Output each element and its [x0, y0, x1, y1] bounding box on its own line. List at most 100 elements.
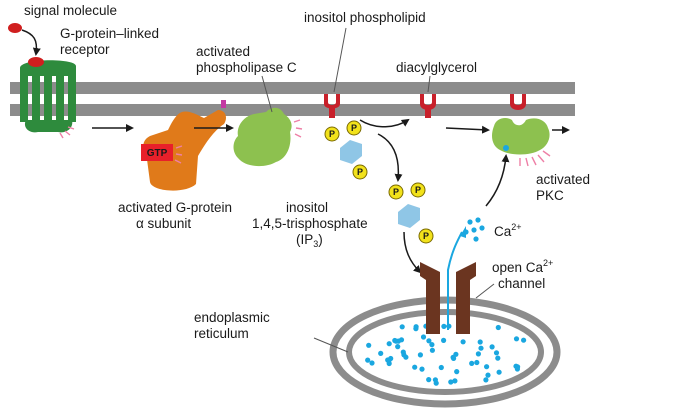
calcium-ion	[513, 336, 520, 342]
calcium-ion	[392, 337, 398, 344]
calcium-ion	[438, 364, 444, 371]
er-label-line1: endoplasmic	[194, 310, 270, 325]
calcium-ion	[452, 378, 458, 384]
calcium-ion	[388, 355, 394, 362]
channel-label-line2: channel	[498, 276, 545, 291]
phosphate-icon	[388, 184, 404, 200]
phosphate-icon	[324, 126, 340, 142]
phosphate-icon	[352, 164, 368, 180]
er-calcium-ions	[365, 323, 527, 386]
calcium-ion	[493, 350, 500, 356]
endoplasmic-reticulum	[329, 296, 561, 408]
calcium-ion	[429, 347, 435, 353]
bound-signal-icon	[28, 57, 44, 67]
calcium-ion	[401, 352, 407, 358]
receptor-activation-spikes	[59, 126, 75, 139]
calcium-ion	[474, 359, 480, 366]
dag-formation-arrow	[359, 118, 410, 128]
calcium-ion	[477, 339, 483, 345]
channel-leader-line	[475, 283, 495, 299]
phospholipase-c-icon	[233, 107, 292, 167]
calcium-ion	[378, 350, 384, 356]
calcium-ion	[460, 339, 466, 345]
calcium-to-pkc-arrow	[485, 154, 510, 207]
g-protein-label-line2: α subunit	[136, 216, 191, 231]
calcium-ion	[420, 334, 427, 340]
calcium-ion	[369, 360, 375, 366]
calcium-ion	[448, 379, 454, 385]
calcium-ion	[454, 369, 460, 375]
phosphate-label: P	[423, 231, 429, 241]
gpcr-receptor-icon	[20, 57, 76, 133]
calcium-ion	[469, 360, 475, 366]
channel-label-line1: open Ca2+	[492, 258, 553, 275]
plc-leader-line	[261, 75, 273, 113]
phosphate-icon	[418, 228, 434, 244]
signal-binding-arrow	[21, 29, 41, 56]
phosphate-label: P	[415, 185, 421, 195]
calcium-ion	[413, 324, 419, 330]
released-calcium-ions	[463, 217, 485, 242]
ip3-release-arrow	[377, 133, 403, 182]
calcium-ion	[365, 357, 371, 363]
pkc-icon	[492, 118, 550, 155]
calcium-ion	[398, 337, 405, 343]
phosphate-label: P	[329, 129, 335, 139]
calcium-ion	[453, 351, 459, 357]
calcium-ion	[399, 324, 405, 330]
calcium-ion	[489, 344, 495, 350]
phosphate-label: P	[351, 123, 357, 133]
calcium-release-path	[447, 231, 463, 330]
ip3-label-line1: inositol	[286, 200, 328, 215]
g-protein-label-line1: activated G-protein	[118, 200, 232, 215]
lipid-anchor	[221, 100, 226, 108]
pkc-label-line2: PKC	[536, 188, 564, 203]
gtp-label: GTP	[147, 148, 168, 159]
calcium-ion	[514, 366, 521, 372]
calcium-ion	[429, 342, 435, 348]
calcium-ion	[417, 352, 423, 358]
phosphate-icon	[346, 120, 362, 136]
calcium-ion	[475, 351, 481, 357]
calcium-ion	[478, 345, 484, 351]
calcium-ion	[495, 355, 501, 361]
pkc-activation-spikes	[519, 150, 551, 167]
calcium-ion	[366, 342, 372, 348]
inositol-phospholipid-label: inositol phospholipid	[304, 10, 426, 25]
step-arrow-3	[445, 125, 490, 134]
calcium-ion	[441, 337, 447, 343]
ip3-molecule-2: P P P	[388, 182, 434, 244]
signal-molecule-icon	[8, 23, 22, 33]
phospholipid-leader-line	[333, 27, 347, 93]
calcium-ion	[426, 338, 432, 344]
dag-leader-line	[427, 75, 431, 93]
ip3-ring-icon	[398, 204, 420, 228]
inositol-phospholipid-icon	[324, 94, 340, 109]
g-protein-activation-spikes	[174, 145, 183, 164]
calcium-release-arrowhead	[460, 226, 466, 238]
ip3-to-channel-arrow	[403, 231, 422, 274]
receptor-label-line2: receptor	[60, 42, 110, 57]
ca-channel-icon	[420, 262, 476, 334]
ip3-ring-icon	[340, 140, 362, 164]
calcium-ion	[483, 377, 489, 383]
phosphate-label: P	[393, 187, 399, 197]
calcium-ion	[412, 364, 418, 370]
plc-activation-spikes	[293, 119, 303, 138]
calcium-ion	[426, 377, 432, 383]
inositol-phospholipid-stem	[329, 106, 335, 118]
phosphate-label: P	[357, 167, 363, 177]
er-leader-line	[313, 337, 349, 353]
plc-label-line1: activated	[196, 44, 250, 59]
calcium-ion	[441, 323, 447, 329]
calcium-ion	[386, 341, 392, 347]
calcium-ion	[395, 344, 401, 350]
phosphate-icon	[410, 182, 426, 198]
calcium-ion	[485, 372, 491, 378]
plc-label-line2: phospholipase C	[196, 60, 297, 75]
calcium-label: Ca2+	[494, 222, 522, 239]
diacylglycerol-icon	[420, 94, 436, 110]
plasma-membrane	[10, 82, 575, 116]
er-label-line2: reticulum	[194, 326, 249, 341]
